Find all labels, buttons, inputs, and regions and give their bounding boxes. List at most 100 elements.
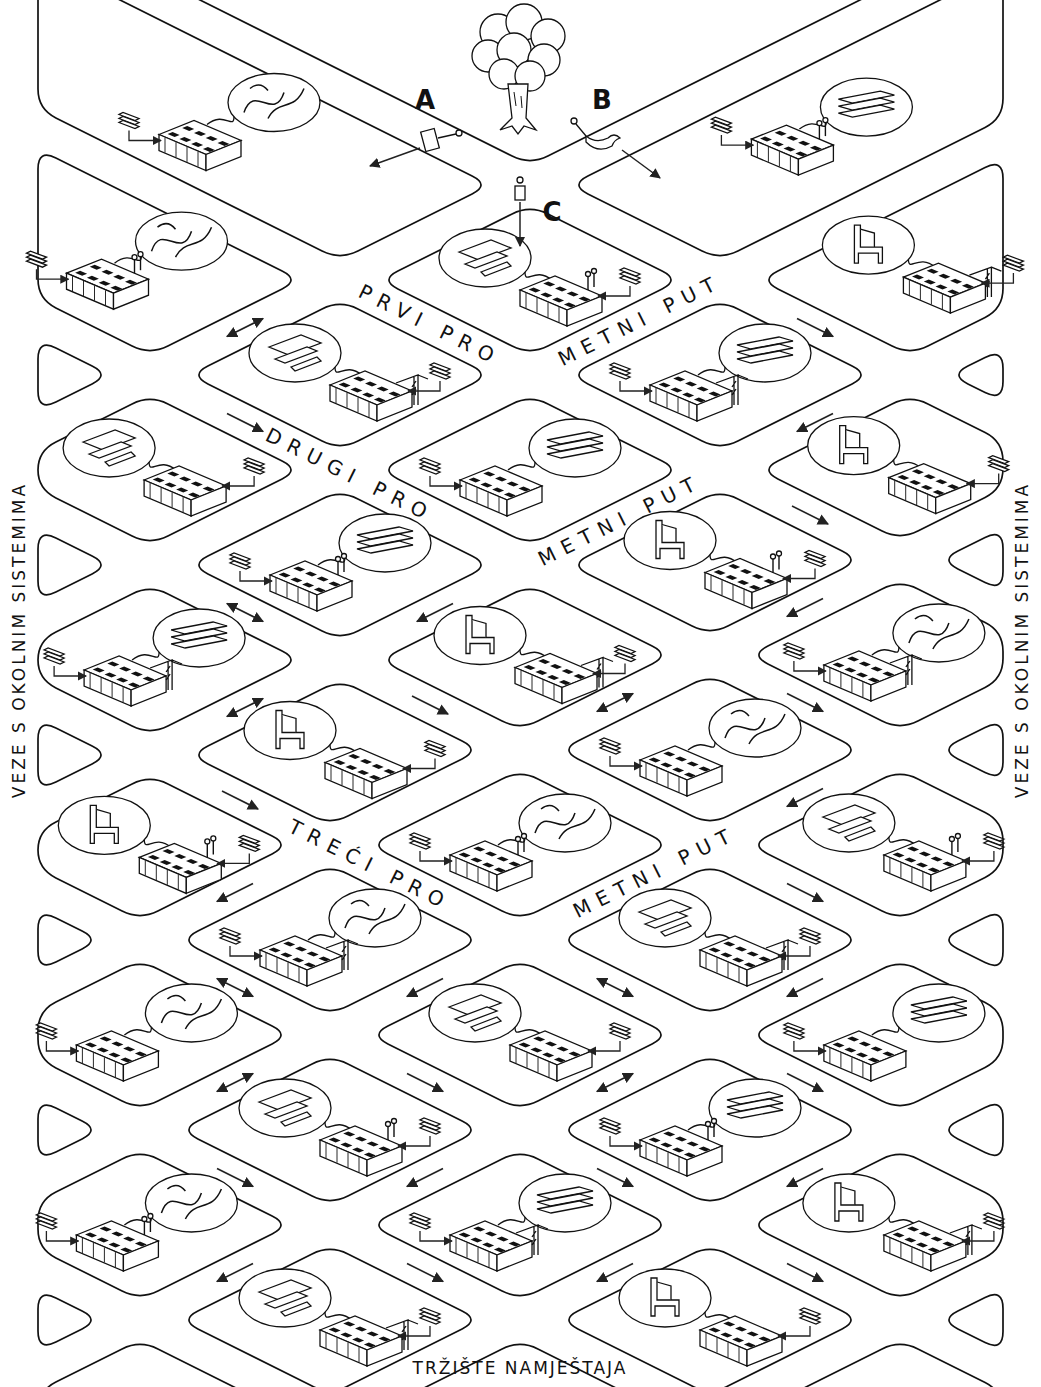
facade-line (922, 1252, 923, 1267)
roof-window (924, 474, 936, 479)
roof-window (744, 963, 756, 968)
facade-line (931, 290, 932, 305)
material-pile (1003, 255, 1023, 271)
tree-symbol (472, 4, 565, 134)
curved-part-sketch (345, 900, 405, 934)
factory-side (377, 391, 412, 421)
chimney-top (392, 1119, 397, 1124)
facade-line (478, 867, 479, 882)
roof-window (659, 383, 671, 388)
facade-line (840, 673, 841, 688)
roof-window (732, 1338, 744, 1343)
chair-back (96, 809, 110, 827)
material-piece (119, 121, 139, 129)
bubble-content (823, 805, 875, 841)
roof-window (856, 1053, 868, 1058)
facade-line (900, 863, 901, 878)
material-piece (420, 466, 440, 474)
bubble-content (535, 805, 595, 839)
plank-sketch (171, 636, 227, 648)
city-blocks (38, 0, 1003, 1387)
material-arrow (129, 131, 161, 141)
roof-window (497, 857, 509, 862)
roof-window (329, 1138, 341, 1143)
city-block (38, 155, 291, 350)
facade-line (276, 578, 277, 593)
roof-window (747, 952, 759, 957)
bubble-tail (115, 255, 142, 263)
roof-window (882, 1052, 894, 1057)
bubble-content (357, 527, 413, 553)
chimney (825, 122, 826, 136)
roof-window (340, 1143, 352, 1148)
speech-bubble (228, 74, 320, 132)
flow-arrow (597, 1169, 633, 1187)
material-piece (989, 464, 1009, 472)
speech-bubble (239, 1079, 331, 1137)
material-pile (600, 1118, 620, 1134)
chimney-top (771, 554, 776, 559)
city-block (759, 964, 1003, 1105)
facade-line (83, 281, 84, 296)
city-block (49, 0, 1003, 161)
factory-group (822, 216, 1023, 313)
roof-window (389, 392, 401, 397)
chair-sketch (651, 1278, 679, 1316)
factory-group (119, 74, 320, 171)
roof-window (384, 769, 396, 774)
facade-line (668, 772, 669, 787)
facade-line (768, 147, 769, 162)
facade-line (359, 1157, 360, 1172)
speech-bubble (709, 1079, 801, 1137)
roof-window (660, 763, 672, 768)
factory-group (230, 514, 431, 611)
roof-window (153, 478, 165, 483)
roof-window (495, 477, 507, 482)
material-piece (1003, 263, 1023, 271)
factory-group (27, 212, 228, 309)
bubble-content (911, 997, 967, 1023)
factory-front (705, 573, 752, 609)
roof-window (459, 1233, 471, 1238)
chimney-top (706, 1122, 711, 1127)
flow-arrow (787, 979, 823, 997)
factory-front (270, 575, 317, 611)
roof-window (533, 1037, 545, 1042)
material-arrow (222, 476, 254, 486)
material-pile (420, 1118, 440, 1134)
city-block (579, 0, 1003, 256)
roof-window (163, 849, 175, 854)
city-block (199, 684, 471, 820)
roof-window (663, 1132, 675, 1137)
facade-line (739, 1347, 740, 1362)
factory-side (931, 1241, 966, 1271)
roof-window (125, 280, 137, 285)
curved-part-sketch (152, 224, 212, 258)
roof-window (844, 668, 856, 673)
roof-window (550, 664, 562, 669)
city-block (38, 1154, 281, 1295)
roof-window (509, 862, 521, 867)
city-block (759, 1344, 1003, 1387)
speech-bubble (339, 514, 431, 572)
facade-line (82, 1238, 83, 1253)
facade-line (478, 1247, 479, 1262)
roof-window (557, 1047, 569, 1052)
facade-line (862, 1062, 863, 1077)
roof-window (735, 947, 747, 952)
bubble-content (161, 995, 221, 1029)
material-piece (800, 936, 820, 944)
chimney (140, 256, 141, 270)
factory-group (784, 984, 985, 1081)
city-block (38, 535, 101, 595)
roof-window (305, 572, 317, 577)
roof-window (343, 1132, 355, 1137)
facade-line (689, 402, 690, 417)
facade-line (277, 958, 278, 973)
roof-window (469, 478, 481, 483)
roof-window (191, 142, 203, 147)
chimney-top (949, 837, 954, 842)
bubble-content (259, 1090, 311, 1126)
facade-line (456, 858, 457, 873)
bubble-content (854, 225, 882, 263)
